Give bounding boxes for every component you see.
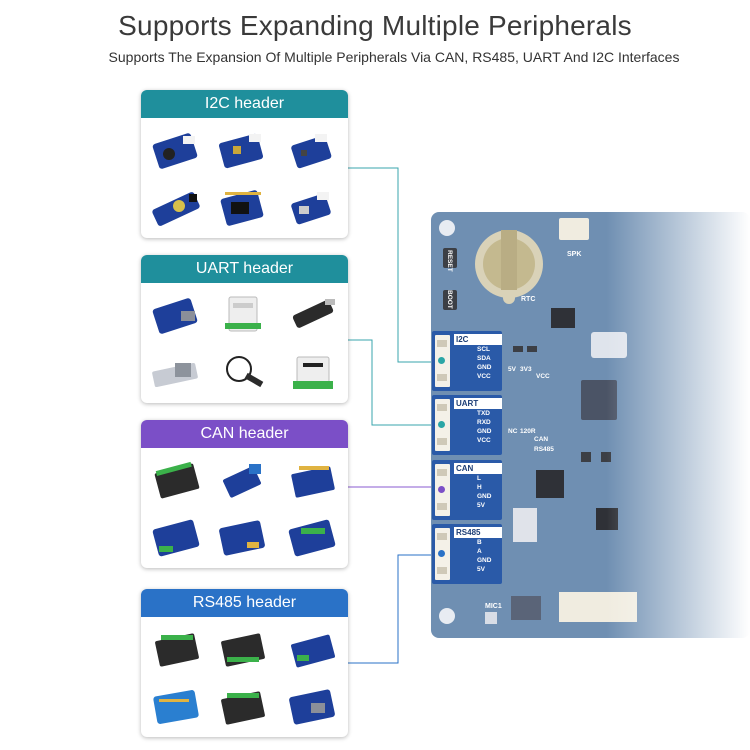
can-hat-icon bbox=[219, 520, 265, 556]
uart-pin-2: RXD bbox=[477, 419, 491, 426]
page-title: Supports Expanding Multiple Peripherals bbox=[118, 10, 632, 41]
rs485-box-icon bbox=[221, 633, 265, 667]
can-header-title: CAN header bbox=[141, 420, 348, 448]
board-label-rtc: RTC bbox=[521, 296, 536, 303]
can-box-icon bbox=[154, 461, 200, 499]
rs485-pin-3: GND bbox=[477, 557, 492, 564]
sensor-module-icon bbox=[291, 192, 331, 225]
io-expander-icon bbox=[220, 190, 264, 226]
board-label-mic: MIC1 bbox=[485, 603, 502, 610]
i2c-header-title: I2C header bbox=[141, 90, 348, 118]
rs485-pin-4: 5V bbox=[477, 566, 485, 573]
rs485-module-icon bbox=[291, 634, 335, 668]
usb-cable-icon bbox=[226, 356, 264, 388]
can-pin-4: 5V bbox=[477, 502, 485, 509]
rs485-pin-2: A bbox=[477, 548, 482, 555]
can-port-label: CAN bbox=[454, 463, 502, 474]
uart-port-label: UART bbox=[454, 398, 502, 409]
i2c-header-card: I2C header bbox=[141, 90, 348, 238]
uart-module-gallery bbox=[141, 283, 348, 403]
i2c-port-label: I2C bbox=[454, 334, 502, 345]
i2c-pin-2: SDA bbox=[477, 355, 491, 362]
board-label-vcc: VCC bbox=[536, 373, 550, 380]
i2c-module-gallery bbox=[141, 118, 348, 238]
board-label-5v: 5V bbox=[508, 366, 516, 373]
rs485-hat-icon bbox=[153, 690, 199, 724]
can-pin-2: H bbox=[477, 484, 482, 491]
board-label-120r: 120R bbox=[520, 428, 536, 435]
sensor-module-icon bbox=[291, 134, 332, 169]
board-label-nc: NC bbox=[508, 428, 518, 435]
uart-port: UART TXD RXD GND VCC bbox=[432, 395, 502, 455]
rs485-header-card: RS485 header bbox=[141, 589, 348, 737]
ethernet-module-icon bbox=[152, 362, 198, 388]
can-pin-1: L bbox=[477, 475, 481, 482]
board-label-boot: BOOT bbox=[446, 290, 453, 309]
usb-dongle-icon bbox=[292, 299, 335, 328]
can-port-dot bbox=[438, 486, 445, 493]
uart-pin-4: VCC bbox=[477, 437, 491, 444]
din-rail-module-icon bbox=[225, 296, 261, 332]
clock-module-icon bbox=[152, 192, 200, 226]
can-module-icon bbox=[223, 464, 261, 498]
rs485-port-dot bbox=[438, 550, 445, 557]
can-port: CAN L H GND 5V bbox=[432, 460, 502, 520]
board-label-3v3: 3V3 bbox=[520, 366, 532, 373]
i2c-pin-4: VCC bbox=[477, 373, 491, 380]
i2c-pin-3: GND bbox=[477, 364, 492, 371]
rs485-port-label: RS485 bbox=[454, 527, 502, 538]
board-label-can: CAN bbox=[534, 436, 549, 443]
rs485-module-gallery bbox=[141, 617, 348, 737]
rs485-box-icon bbox=[155, 633, 199, 667]
rs485-pin-1: B bbox=[477, 539, 482, 546]
board-label-spk: SPK bbox=[567, 251, 582, 258]
uart-header-title: UART header bbox=[141, 255, 348, 283]
uart-pin-1: TXD bbox=[477, 410, 490, 417]
rs485-module-icon bbox=[289, 689, 335, 725]
sensor-module-icon bbox=[218, 133, 264, 169]
i2c-pin-1: SCL bbox=[477, 346, 490, 353]
rs485-header-title: RS485 header bbox=[141, 589, 348, 617]
i2c-wire bbox=[348, 167, 432, 363]
board-label-rs485: RS485 bbox=[534, 446, 554, 453]
serial-module-icon bbox=[152, 298, 198, 334]
uart-pin-3: GND bbox=[477, 428, 492, 435]
board-label-reset: RESET bbox=[446, 250, 453, 272]
can-module-icon bbox=[291, 466, 335, 498]
uart-port-dot bbox=[438, 421, 445, 428]
rs485-box-icon bbox=[221, 691, 265, 725]
page-subtitle: Supports The Expansion Of Multiple Perip… bbox=[108, 49, 680, 65]
din-rail-module-icon bbox=[293, 356, 333, 389]
uart-header-card: UART header bbox=[141, 255, 348, 403]
uart-wire bbox=[348, 339, 432, 426]
can-hat-icon bbox=[152, 519, 200, 557]
sensor-module-icon bbox=[152, 133, 198, 169]
can-pin-3: GND bbox=[477, 493, 492, 500]
rs485-wire bbox=[348, 554, 432, 664]
can-module-gallery bbox=[141, 448, 348, 568]
i2c-port-dot bbox=[438, 357, 445, 364]
rs485-port: RS485 B A GND 5V bbox=[432, 524, 502, 584]
can-hat-icon bbox=[288, 519, 336, 557]
i2c-port: I2C SCL SDA GND VCC bbox=[432, 331, 502, 391]
can-header-card: CAN header bbox=[141, 420, 348, 568]
